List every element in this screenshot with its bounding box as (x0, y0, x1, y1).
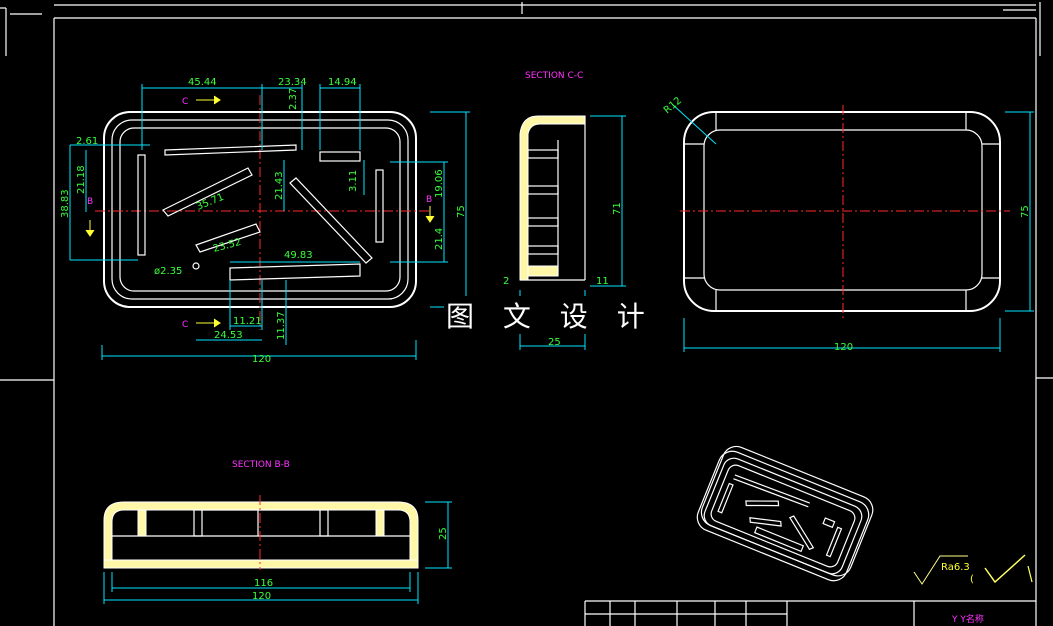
dim-23-34: 23.34 (278, 77, 307, 88)
section-cc-title: SECTION C-C (525, 71, 583, 81)
dim-120-bb: 120 (252, 591, 271, 602)
dim-49-83: 49.83 (284, 250, 313, 261)
dim-38-83: 38.83 (60, 189, 71, 218)
dim-2-61: 2.61 (76, 136, 98, 147)
dim-3-11: 3.11 (348, 170, 359, 192)
title-block: Y Y名称 (584, 600, 1036, 626)
dim-2-35: ø2.35 (154, 266, 182, 277)
dim-71: 71 (612, 202, 623, 215)
right-view: R12 75 120 (662, 95, 1034, 353)
dim-25-cc: 25 (548, 337, 561, 348)
section-marker-b-left: B (87, 197, 93, 207)
dim-75-top: 75 (456, 205, 467, 218)
dim-r12: R12 (662, 95, 684, 116)
section-marker-b-right: B (426, 195, 432, 205)
surface-finish-open-paren: ( (970, 574, 974, 585)
dim-14-94: 14.94 (328, 77, 357, 88)
dim-2-cc: 2 (503, 276, 509, 287)
watermark-text: 图 文 设 计 (446, 300, 655, 333)
section-marker-c-bottom: C (182, 320, 188, 330)
dim-23-52: 23.52 (212, 237, 243, 255)
dim-21-43: 21.43 (274, 171, 285, 200)
dim-120-right: 120 (834, 342, 853, 353)
surface-finish-value: Ra6.3 (941, 562, 970, 573)
dim-11-cc: 11 (596, 276, 609, 287)
dim-116: 116 (254, 578, 273, 589)
dim-21-4: 21.4 (434, 228, 445, 250)
dim-11-21: 11.21 (233, 316, 262, 327)
dim-11-37: 11.37 (276, 311, 287, 340)
section-marker-c-top: C (182, 97, 188, 107)
dim-25-bb: 25 (438, 527, 449, 540)
dim-21-18: 21.18 (76, 165, 87, 194)
title-block-name: Y Y名称 (951, 613, 984, 625)
isometric-view (696, 445, 874, 582)
dim-2-37: 2.37 (288, 88, 299, 110)
dim-75-right: 75 (1020, 205, 1031, 218)
surface-finish-symbol: Ra6.3 ( (913, 554, 1033, 585)
section-bb-title: SECTION B-B (232, 460, 290, 470)
dim-120-top: 120 (252, 354, 271, 365)
top-view: 45.44 23.34 14.94 2.37 2.61 21.18 38.83 … (60, 77, 470, 365)
section-cc-view: SECTION C-C 71 25 2 11 (503, 71, 626, 350)
dim-24-53: 24.53 (214, 330, 243, 341)
dim-19-06: 19.06 (434, 169, 445, 198)
dim-45-44: 45.44 (188, 77, 217, 88)
section-bb-view: SECTION B-B 25 116 120 (103, 460, 452, 604)
